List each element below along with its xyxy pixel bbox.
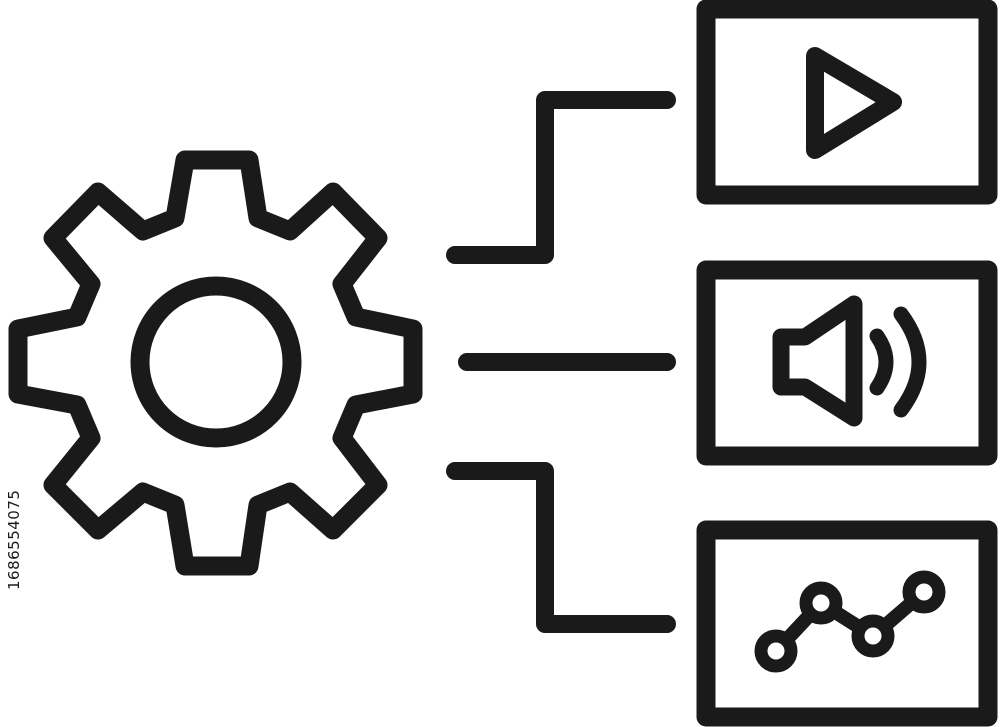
line-chart-icon bbox=[754, 570, 946, 673]
gear-icon bbox=[8, 150, 423, 576]
audio-panel-frame bbox=[696, 260, 998, 466]
sound-wave-small-icon bbox=[869, 328, 894, 396]
chart-point bbox=[799, 581, 843, 625]
gear-hub-circle bbox=[130, 276, 302, 448]
stock-id-label: 1686554075 bbox=[5, 489, 23, 591]
speaker-icon bbox=[772, 295, 863, 427]
play-icon bbox=[806, 47, 902, 159]
video-panel bbox=[696, 0, 998, 205]
connectors bbox=[446, 91, 676, 633]
connector-bottom bbox=[446, 462, 676, 633]
chart-point bbox=[851, 614, 895, 658]
audio-panel bbox=[696, 260, 998, 466]
chart-panel-frame bbox=[696, 520, 998, 727]
chart-panel bbox=[696, 520, 998, 727]
chart-point bbox=[754, 629, 798, 673]
sound-wave-large-icon bbox=[893, 306, 927, 418]
video-panel-frame bbox=[696, 0, 998, 205]
connector-top bbox=[446, 91, 676, 264]
chart-point bbox=[902, 570, 946, 614]
